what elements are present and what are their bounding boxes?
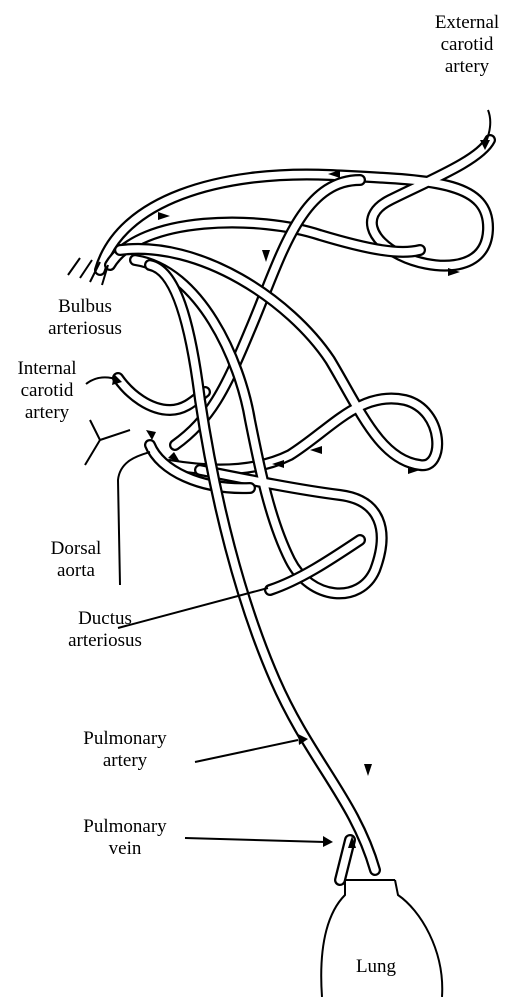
lung-outline <box>321 880 442 997</box>
label-internal-carotid: Internal carotid artery <box>6 358 88 424</box>
internal-carotid-stub <box>85 420 130 465</box>
label-line: External <box>420 12 514 34</box>
label-line: Pulmonary <box>60 816 190 838</box>
flow-arrows <box>146 170 460 848</box>
label-line: artery <box>60 750 190 772</box>
label-line: artery <box>420 56 514 78</box>
label-line: aorta <box>36 560 116 582</box>
label-pulmonary-artery: Pulmonary artery <box>60 728 190 772</box>
pulmonary-vein-vessel <box>340 840 350 880</box>
label-pulmonary-vein: Pulmonary vein <box>60 816 190 860</box>
label-dorsal-aorta: Dorsal aorta <box>36 538 116 582</box>
label-line: arteriosus <box>30 318 140 340</box>
label-line: carotid <box>420 34 514 56</box>
label-external-carotid: External carotid artery <box>420 12 514 78</box>
label-lung: Lung <box>346 956 406 978</box>
label-line: vein <box>60 838 190 860</box>
dorsal-aorta-outline <box>118 452 150 585</box>
label-bulbus-arteriosus: Bulbus arteriosus <box>30 296 140 340</box>
label-ductus-arteriosus: Ductus arteriosus <box>50 608 160 652</box>
label-line: Dorsal <box>36 538 116 560</box>
label-line: artery <box>6 402 88 424</box>
label-line: carotid <box>6 380 88 402</box>
label-line: arteriosus <box>50 630 160 652</box>
label-line: Internal <box>6 358 88 380</box>
pulmonary-artery-vessel <box>150 265 375 870</box>
label-line: Pulmonary <box>60 728 190 750</box>
label-line: Ductus <box>50 608 160 630</box>
label-line: Bulbus <box>30 296 140 318</box>
